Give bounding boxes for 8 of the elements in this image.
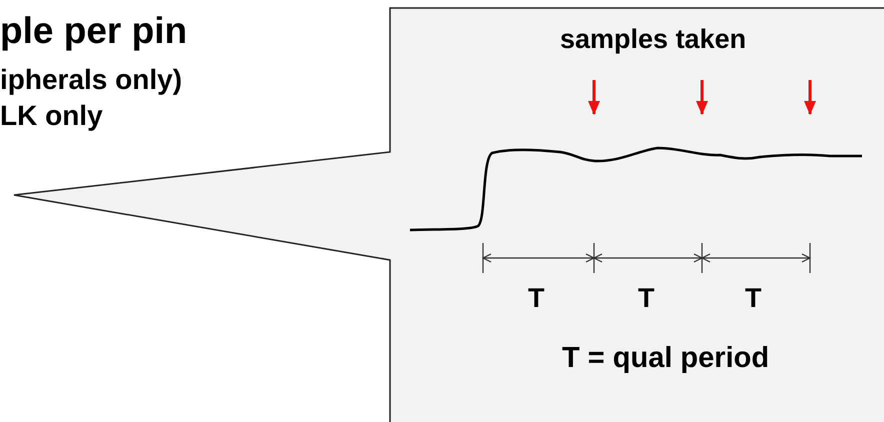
dimension-label: T — [528, 285, 544, 312]
slide-text: LK only — [0, 102, 103, 130]
dimension-label: T — [638, 285, 654, 312]
legend-note: T = qual period — [562, 344, 770, 373]
slide-text: ipherals only) — [0, 66, 182, 94]
callout-heading: samples taken — [560, 26, 746, 53]
slide-text: ple per pin — [0, 12, 188, 49]
dimension-label: T — [745, 285, 762, 312]
